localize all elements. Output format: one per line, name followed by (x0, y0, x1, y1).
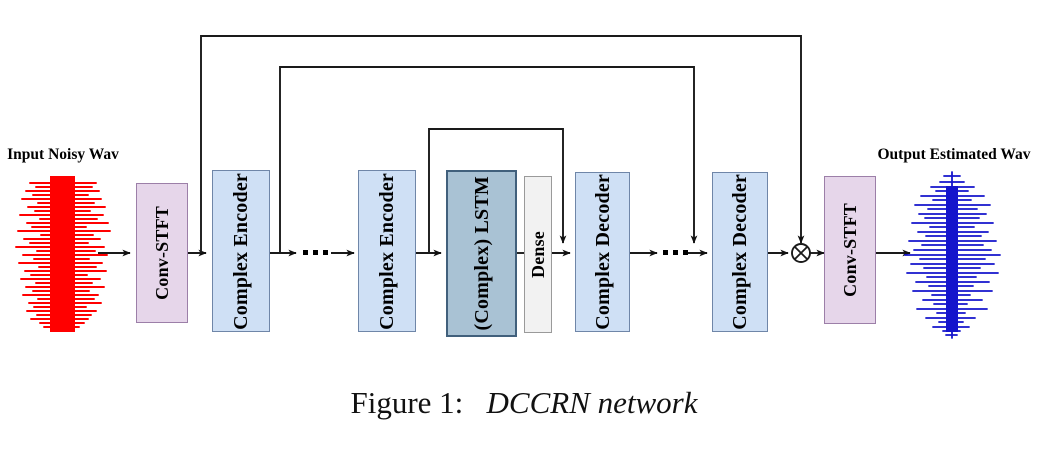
block-label: Conv-STFT (152, 206, 172, 300)
ellipsis-dot (303, 250, 308, 255)
figure-caption-lead: Figure 1: (350, 385, 464, 420)
block-complex-decoder-1[interactable]: Complex Decoder (575, 172, 630, 332)
block-conv-stft-output[interactable]: Conv-STFT (824, 176, 876, 324)
block-dense[interactable]: Dense (524, 176, 552, 333)
block-label: Complex Decoder (729, 174, 751, 330)
block-complex-decoder-2[interactable]: Complex Decoder (712, 172, 768, 332)
block-label: (Complex) LSTM (470, 176, 493, 331)
block-complex-encoder-1[interactable]: Complex Encoder (212, 170, 270, 332)
block-label: Dense (528, 231, 548, 278)
ellipsis-dot (663, 250, 668, 255)
block-complex-lstm[interactable]: (Complex) LSTM (446, 170, 517, 337)
ellipsis-dot (323, 250, 328, 255)
block-label: Complex Decoder (591, 174, 614, 330)
output-waveform-label: Output Estimated Wav (877, 146, 1031, 163)
ellipsis-dot (683, 250, 688, 255)
encoder-stack-ellipsis (303, 250, 328, 255)
input-waveform-graphic (15, 176, 111, 332)
ellipsis-dot (673, 250, 678, 255)
block-label: Complex Encoder (230, 172, 252, 330)
ellipsis-dot (313, 250, 318, 255)
output-waveform-graphic (904, 171, 1001, 339)
block-label: Complex Encoder (376, 172, 398, 330)
decoder-stack-ellipsis (663, 250, 688, 255)
figure-caption-title: DCCRN network (486, 385, 698, 420)
figure-caption: Figure 1: DCCRN network (0, 385, 1048, 421)
multiply-node (791, 243, 811, 263)
block-label: Conv-STFT (840, 203, 860, 297)
block-complex-encoder-2[interactable]: Complex Encoder (358, 170, 416, 332)
block-conv-stft-input[interactable]: Conv-STFT (136, 183, 188, 323)
input-waveform-label: Input Noisy Wav (7, 146, 119, 163)
